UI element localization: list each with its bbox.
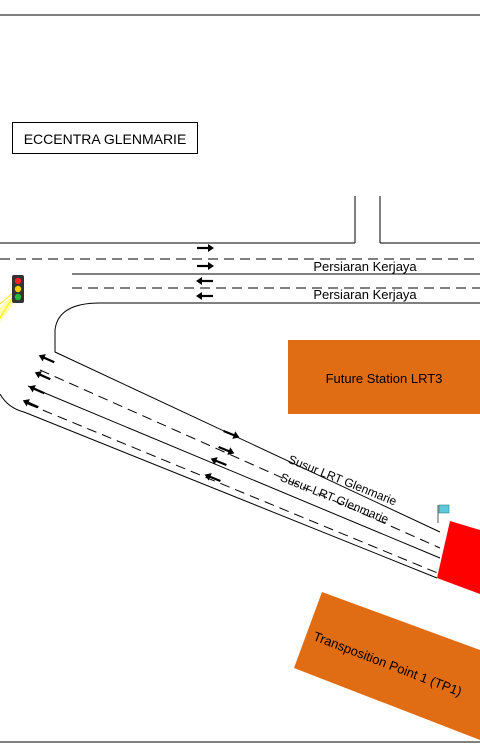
ramp-median-line — [27, 385, 441, 559]
road-label-lower: Persiaran Kerjaya — [313, 287, 417, 302]
flag-icon — [437, 504, 450, 523]
building-label-eccentra: ECCENTRA GLENMARIE — [12, 122, 198, 154]
road-bottom-edge-curve — [54, 302, 480, 533]
road-label-upper: Persiaran Kerjaya — [313, 259, 417, 274]
arrow-left-icon — [22, 399, 39, 409]
ramp-dash-2 — [27, 403, 441, 575]
ramp-dash-1 — [39, 369, 441, 549]
arrow-right-icon — [197, 244, 214, 252]
arrow-left-icon — [196, 292, 213, 300]
arrow-left-icon — [34, 371, 51, 381]
ramp-bottom-edge — [0, 393, 438, 579]
arrow-left-icon — [210, 457, 227, 467]
arrow-left-icon — [204, 473, 221, 483]
arrow-left-icon — [28, 385, 45, 395]
arrow-right-icon — [197, 262, 214, 270]
traffic-light-icon — [0, 275, 24, 322]
transposition-point-box — [294, 592, 480, 740]
arrow-right-icon — [223, 429, 240, 439]
arrow-left-icon — [196, 277, 213, 285]
arrow-left-icon — [38, 354, 55, 364]
arrow-right-icon — [218, 445, 235, 455]
red-block — [437, 521, 480, 594]
future-station-label: Future Station LRT3 — [326, 371, 443, 386]
future-station-box — [288, 340, 480, 414]
